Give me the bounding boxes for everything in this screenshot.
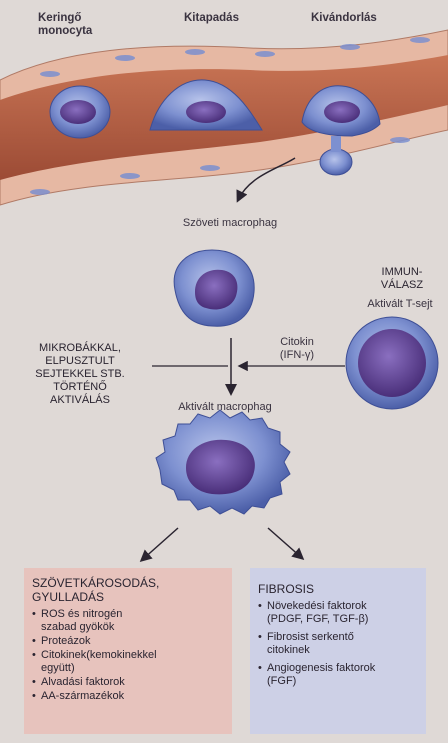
fibrosis-list: Növekedési faktorok (PDGF, FGF, TGF-β) F… — [258, 600, 424, 688]
label-tissue-macrophage: Szöveti macrophag — [182, 217, 278, 229]
list-item: Angiogenesis faktorok (FGF) — [258, 662, 424, 688]
migrating-monocyte — [301, 85, 381, 176]
tissue-macrophage — [173, 249, 255, 327]
label-microbe-activation: MIKROBÁKKAL, ELPUSZTULT SEJTEKKEL STB. T… — [35, 342, 125, 406]
damage-title: SZÖVETKÁROSODÁS, GYULLADÁS — [32, 576, 160, 604]
damage-list: ROS és nitrogén szabad gyökök Proteázok … — [32, 608, 228, 703]
arrow-to-damage — [139, 527, 179, 562]
circulating-monocyte — [49, 85, 111, 139]
label-activated-macrophage: Aktivált macrophag — [178, 401, 272, 413]
fibrosis-box: FIBROSIS Növekedési faktorok (PDGF, FGF,… — [258, 582, 424, 689]
arrow-to-fibrosis — [267, 527, 305, 560]
arrow-to-tissue — [236, 157, 296, 203]
list-item: AA-származékok — [32, 690, 228, 703]
adhering-monocyte — [149, 79, 263, 131]
list-item: ROS és nitrogén szabad gyökök — [32, 608, 228, 634]
label-activated-t-cell: Aktivált T-sejt — [367, 298, 433, 310]
fibrosis-title: FIBROSIS — [258, 582, 315, 596]
label-adhesion: Kitapadás — [184, 12, 239, 24]
list-item: Fibrosist serkentő citokinek — [258, 631, 424, 657]
list-item: Citokinek(kemokinekkel együtt) — [32, 649, 228, 675]
activated-t-cell — [345, 316, 439, 410]
endothelial-nuclei — [30, 37, 430, 195]
list-item: Alvadási faktorok — [32, 676, 228, 689]
label-immune-response: IMMUN- VÁLASZ — [380, 266, 424, 291]
label-circulating-monocyte: Keringő monocyta — [38, 12, 93, 37]
label-migration: Kivándorlás — [311, 12, 377, 24]
list-item: Növekedési faktorok (PDGF, FGF, TGF-β) — [258, 600, 424, 626]
list-item: Proteázok — [32, 635, 228, 648]
label-cytokine: Citokin (IFN-γ) — [279, 336, 315, 361]
activated-macrophage — [155, 409, 291, 515]
damage-box: SZÖVETKÁROSODÁS, GYULLADÁS ROS és nitrog… — [32, 576, 228, 704]
